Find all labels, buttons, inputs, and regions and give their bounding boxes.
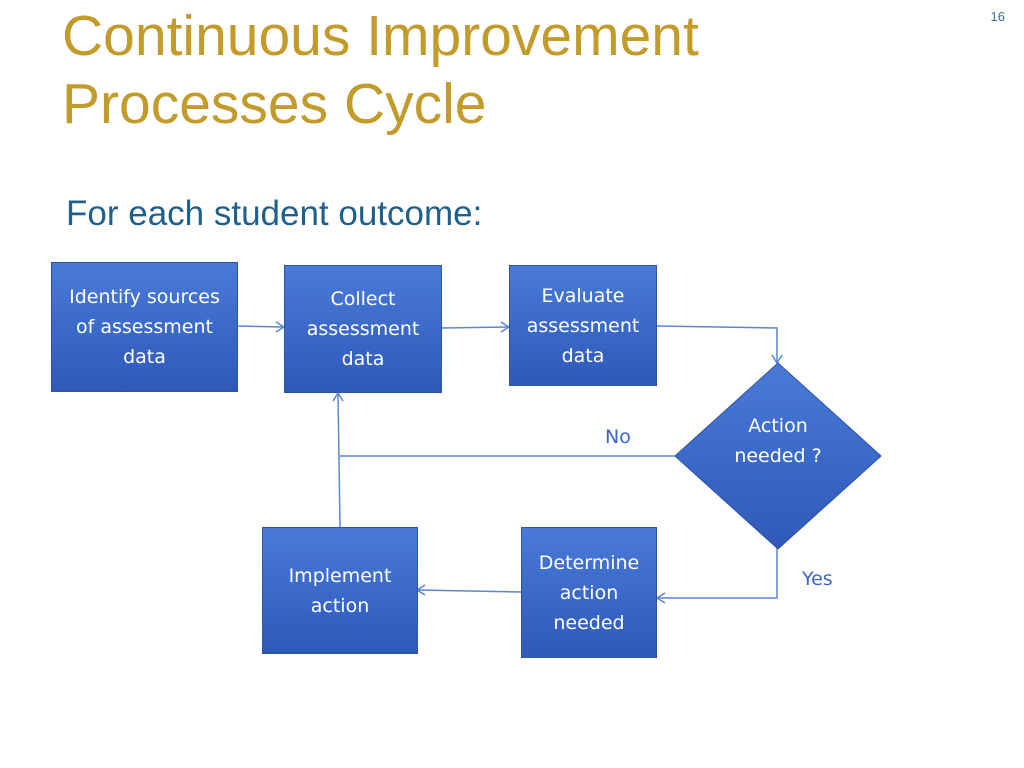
connector-collect-to-evaluate [441,326,509,329]
node-collect-data-label: Collect assessment data [306,288,420,370]
arrowhead-determine-in [655,592,666,604]
edge-label-yes: Yes [802,568,833,590]
node-collect-data: Collect assessment data [284,265,442,393]
decision-diamond [674,362,882,550]
node-implement-action-label: Implement action [288,564,392,617]
slide-title: Continuous Improvement Processes Cycle [62,2,912,138]
slide-subtitle: For each student outcome: [66,194,483,233]
slide-title-line-1: Continuous Improvement [62,4,699,68]
node-evaluate-data-label: Evaluate assessment data [526,284,640,367]
node-identify-sources: Identify sources of assessment data [51,262,238,392]
edge-label-no: No [605,426,631,448]
connector-identify-to-collect [237,325,284,328]
decision-diamond-label: Action needed ? [734,415,822,467]
slide-number: 16 [990,9,1005,24]
node-determine-action-label: Determine action needed [538,551,640,634]
node-evaluate-data: Evaluate assessment data [509,265,657,386]
connector-decision-to-determine-yes [658,548,778,599]
arrowhead-collect-from-below [332,391,344,402]
connector-evaluate-to-decision [656,325,778,362]
node-implement-action: Implement action [262,527,418,654]
arrowhead-decision-in [771,354,783,365]
slide-title-line-2: Processes Cycle [62,72,487,136]
node-determine-action: Determine action needed [521,527,657,658]
connector-implement-to-collect [337,393,341,528]
node-identify-sources-label: Identify sources of assessment data [69,286,220,368]
connector-determine-to-implement [417,589,522,593]
